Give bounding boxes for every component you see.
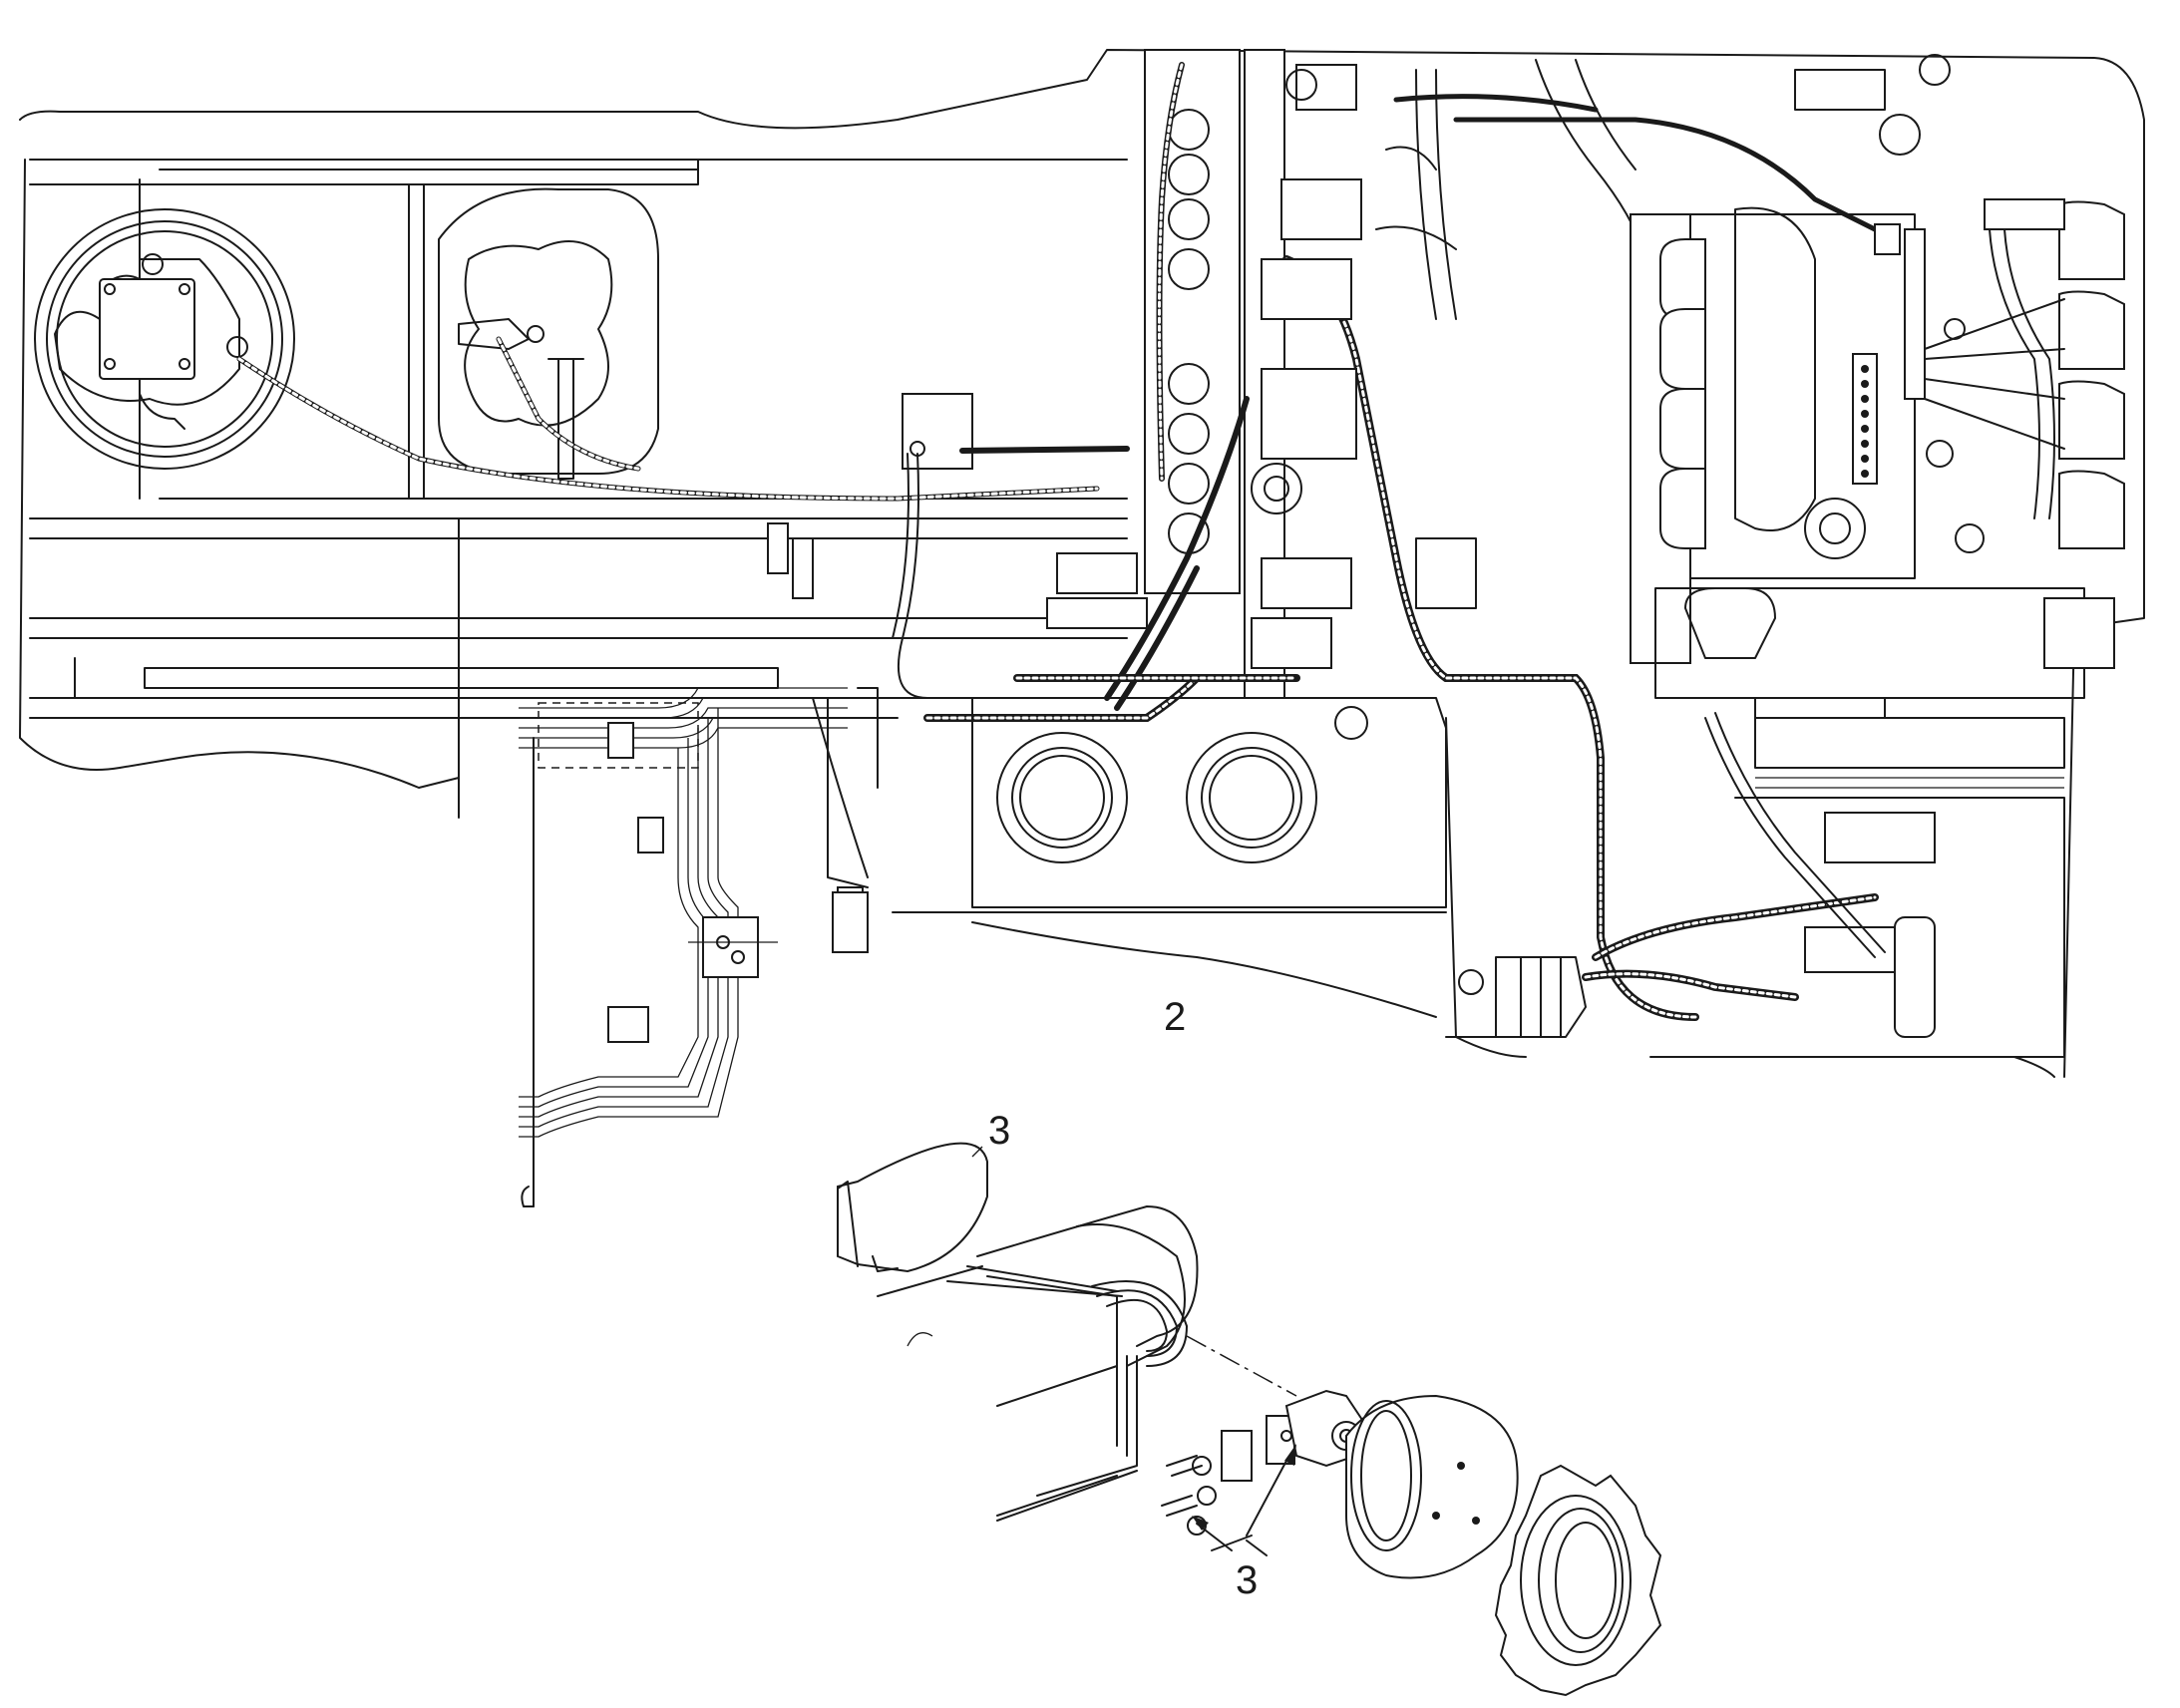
left-drum xyxy=(34,208,295,470)
side-motor xyxy=(1445,956,1587,1038)
central-hoses xyxy=(923,59,1879,1021)
right-engine xyxy=(1630,54,2125,1078)
engine-cylinders xyxy=(1659,200,2125,549)
exploded-view xyxy=(837,1142,1662,1697)
center-tank xyxy=(892,697,1527,1058)
valve-hardware xyxy=(1046,64,1477,669)
terminal-strip xyxy=(1852,353,1878,485)
center-compartment xyxy=(438,187,659,480)
callout-3-leader-upper xyxy=(971,1146,983,1158)
callout-label-3-lower: 3 xyxy=(1236,1558,1259,1602)
left-hydraulic-lines xyxy=(519,522,879,1138)
braided-cable xyxy=(236,336,1100,502)
valve-ports xyxy=(1168,109,1210,554)
callout-label-3-upper: 3 xyxy=(988,1109,1011,1153)
junction-box xyxy=(892,393,1130,699)
callout-label-2: 2 xyxy=(1164,995,1187,1039)
chassis-frame xyxy=(19,49,2145,1207)
